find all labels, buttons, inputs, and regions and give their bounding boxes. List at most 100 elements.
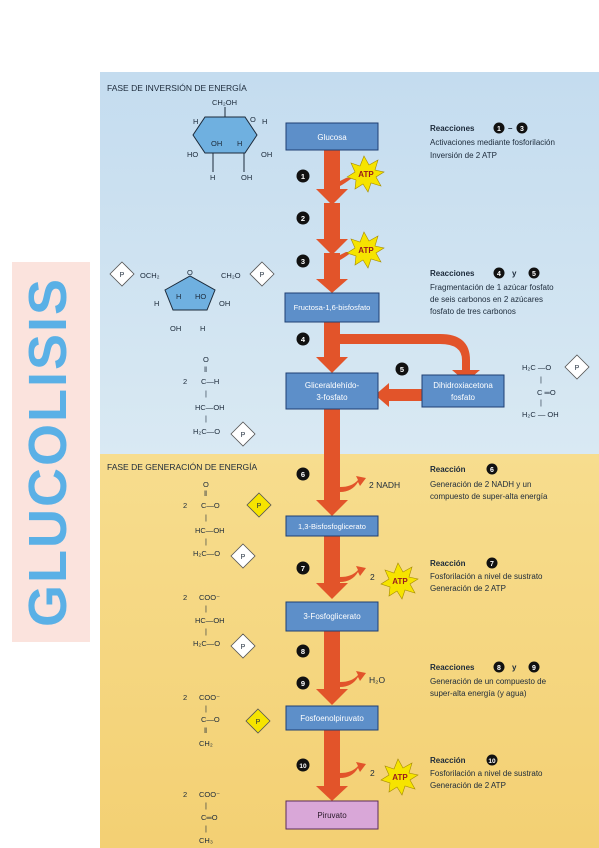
svg-text:|: |	[205, 389, 207, 398]
svg-text:7: 7	[301, 564, 305, 573]
svg-text:P: P	[241, 432, 246, 439]
water-label: H₂O	[369, 675, 385, 685]
svg-text:H₂C—O: H₂C—O	[193, 427, 220, 436]
svg-text:Reacciones: Reacciones	[430, 269, 475, 278]
svg-text:Generación de 2 ATP: Generación de 2 ATP	[430, 584, 506, 593]
svg-text:HC—OH: HC—OH	[195, 403, 225, 412]
svg-text:2: 2	[183, 501, 187, 510]
svg-text:P: P	[256, 719, 261, 726]
svg-text:1,3-Bisfosfoglicerato: 1,3-Bisfosfoglicerato	[298, 522, 366, 531]
svg-text:2: 2	[183, 593, 187, 602]
svg-text:|: |	[540, 398, 542, 407]
svg-text:Fosforilación a nivel de sustr: Fosforilación a nivel de sustrato	[430, 572, 543, 581]
note-reactions-4-5: Reacciones 4 y 5 Fragmentación de 1 azúc…	[430, 267, 554, 316]
svg-text:|: |	[205, 627, 207, 636]
svg-text:‖: ‖	[204, 726, 207, 735]
svg-text:Generación de 2 NADH y un: Generación de 2 NADH y un	[430, 480, 531, 489]
note-reaction-6: Reacción 6 Generación de 2 NADH y un com…	[430, 463, 548, 501]
svg-text:CH₂: CH₂	[199, 739, 213, 748]
svg-text:3: 3	[301, 257, 305, 266]
svg-text:O: O	[203, 480, 209, 489]
svg-text:P: P	[120, 272, 125, 279]
svg-text:P: P	[575, 365, 580, 372]
svg-text:O: O	[250, 115, 256, 124]
svg-text:Reacción: Reacción	[430, 756, 466, 765]
svg-text:H₂C—O: H₂C—O	[193, 639, 220, 648]
svg-text:2: 2	[183, 790, 187, 799]
svg-text:H: H	[210, 173, 215, 182]
svg-text:9: 9	[532, 665, 536, 672]
svg-text:Fructosa-1,6-bisfosfato: Fructosa-1,6-bisfosfato	[294, 303, 371, 312]
svg-text:O: O	[203, 355, 209, 364]
svg-text:OCH₂: OCH₂	[140, 271, 160, 280]
atp-burst-4: ATP	[380, 758, 419, 796]
svg-text:ATP: ATP	[392, 773, 408, 782]
svg-text:y: y	[512, 269, 517, 278]
svg-text:Dihidroxiacetona: Dihidroxiacetona	[433, 381, 493, 390]
step-markers: 1 2 3 4 5 6 7 8 9 10	[296, 169, 409, 772]
metabolite-piruvato: Piruvato	[285, 800, 379, 830]
svg-text:CH₂O: CH₂O	[221, 271, 241, 280]
note-reaction-7: Reacción 7 Fosforilación a nivel de sust…	[430, 557, 543, 593]
metabolite-gliceraldehido-3-fosfato: Gliceraldehído- 3-fosfato	[285, 372, 379, 410]
svg-text:8: 8	[301, 647, 305, 656]
svg-text:compuesto de super-alta energí: compuesto de super-alta energía	[430, 492, 548, 501]
pathway-arrows	[316, 150, 480, 801]
svg-text:H₂C —O: H₂C —O	[522, 363, 551, 372]
svg-text:de seis carbonos en 2 azúcares: de seis carbonos en 2 azúcares	[430, 295, 543, 304]
svg-text:HC—OH: HC—OH	[195, 616, 225, 625]
pyruvate-structure: 2 COO⁻ | C═O | CH₃	[183, 790, 220, 845]
svg-text:2: 2	[301, 214, 305, 223]
svg-text:|: |	[205, 414, 207, 423]
fructose-structure: P OCH₂ O CH₂O P H H HO OH OH H	[109, 261, 275, 333]
svg-text:H: H	[262, 117, 267, 126]
svg-text:CH₃: CH₃	[199, 836, 213, 845]
svg-text:H: H	[200, 324, 205, 333]
metabolite-dihidroxiacetona-fosfato: Dihidroxiacetona fosfato	[421, 374, 505, 408]
svg-text:OH: OH	[211, 139, 222, 148]
svg-text:10: 10	[488, 758, 496, 765]
svg-text:Reacciones: Reacciones	[430, 124, 475, 133]
investment-phase-title: FASE DE INVERSIÓN DE ENERGÍA	[107, 83, 247, 93]
svg-text:COO⁻: COO⁻	[199, 790, 220, 799]
svg-text:Piruvato: Piruvato	[317, 811, 347, 820]
svg-text:H: H	[154, 299, 159, 308]
svg-text:OH: OH	[261, 150, 272, 159]
svg-text:OH: OH	[170, 324, 181, 333]
svg-text:|: |	[205, 824, 207, 833]
svg-text:3-Fosfoglicerato: 3-Fosfoglicerato	[303, 612, 361, 621]
note-reaction-10: Reacción 10 Fosforilación a nivel de sus…	[430, 754, 543, 790]
svg-text:Reacción: Reacción	[430, 559, 466, 568]
svg-text:7: 7	[490, 561, 494, 568]
svg-text:H: H	[176, 292, 181, 301]
svg-text:6: 6	[490, 467, 494, 474]
svg-text:Generación de un compuesto de: Generación de un compuesto de	[430, 677, 547, 686]
atp-burst-3: ATP	[380, 562, 419, 600]
svg-text:Reacciones: Reacciones	[430, 663, 475, 672]
svg-text:ATP: ATP	[358, 246, 374, 255]
metabolite-3-fosfoglicerato: 3-Fosfoglicerato	[285, 601, 379, 632]
side-title-panel: GLUCOLISIS	[12, 262, 90, 642]
svg-text:2: 2	[183, 693, 187, 702]
svg-text:C—H: C—H	[201, 377, 219, 386]
svg-text:3-fosfato: 3-fosfato	[316, 393, 348, 402]
bpg-structure: O ‖ 2 C—O P | HC—OH | H₂C—O P	[183, 480, 272, 569]
atp-count-10: 2	[370, 768, 375, 778]
svg-text:fosfato de tres carbonos: fosfato de tres carbonos	[430, 307, 516, 316]
svg-text:‖: ‖	[204, 365, 207, 374]
side-title: GLUCOLISIS	[18, 277, 78, 627]
svg-text:Gliceraldehído-: Gliceraldehído-	[305, 381, 360, 390]
svg-text:1: 1	[301, 172, 305, 181]
svg-text:y: y	[512, 663, 517, 672]
metabolite-glucosa: Glucosa	[285, 122, 379, 151]
svg-text:Fragmentación de 1 azúcar fosf: Fragmentación de 1 azúcar fosfato	[430, 283, 554, 292]
svg-text:2: 2	[183, 377, 187, 386]
svg-text:P: P	[260, 272, 265, 279]
svg-text:5: 5	[400, 365, 404, 374]
svg-text:|: |	[205, 704, 207, 713]
svg-text:OH: OH	[219, 299, 230, 308]
metabolite-fructosa-1-6-bisfosfato: Fructosa-1,6-bisfosfato	[284, 292, 380, 323]
svg-text:COO⁻: COO⁻	[199, 693, 220, 702]
metabolite-fosfoenolpiruvato: Fosfoenolpiruvato	[285, 705, 379, 731]
